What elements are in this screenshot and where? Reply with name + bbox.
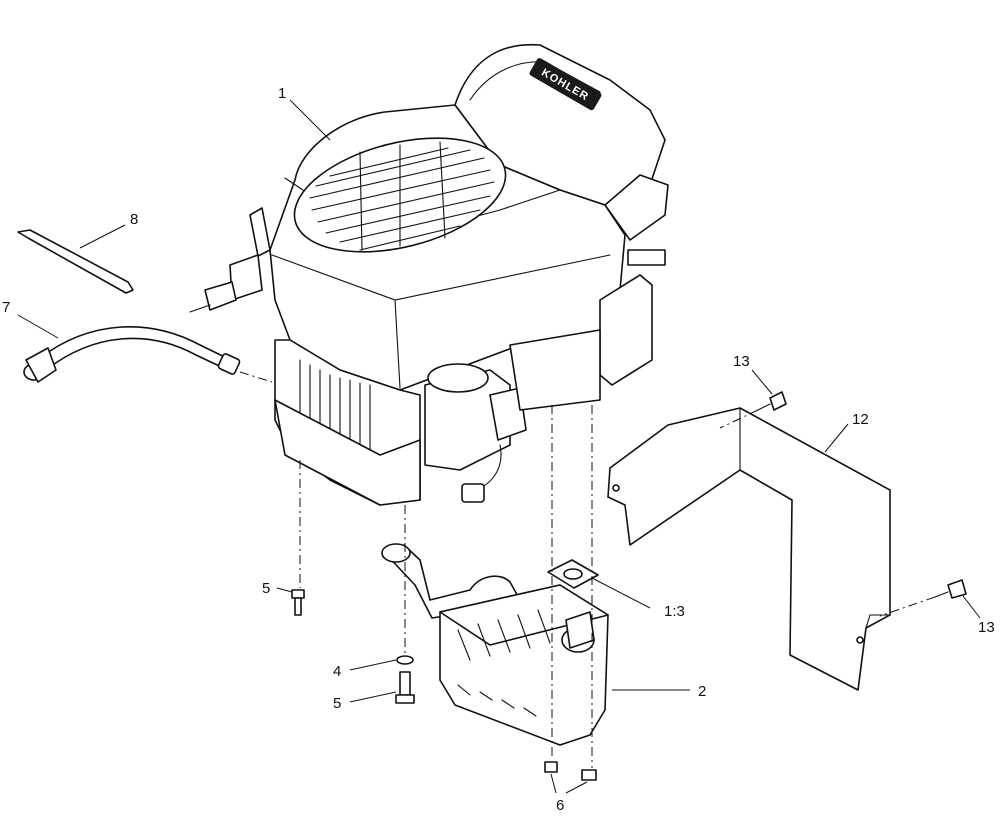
callout-5-lower: 5 — [333, 695, 341, 712]
bolt-13-lower — [934, 579, 967, 599]
heat-shield — [607, 407, 891, 691]
fuel-clamp — [17, 229, 134, 294]
engine: KOHLER — [189, 43, 669, 506]
washer — [396, 655, 414, 665]
callout-8: 8 — [130, 211, 138, 228]
muffler — [381, 543, 609, 746]
callout-labels: 1 8 7 13 12 1:3 13 5 4 5 2 6 — [2, 85, 995, 814]
nut-6-right — [581, 769, 597, 781]
callout-12: 12 — [852, 411, 869, 428]
callout-13-upper: 13 — [733, 353, 750, 370]
callout-13-lower: 13 — [978, 619, 995, 636]
callout-6: 6 — [556, 797, 564, 814]
alignment-lines — [239, 371, 936, 768]
callout-4: 4 — [333, 663, 341, 680]
bolt-13-upper — [757, 391, 787, 411]
callout-1: 1 — [278, 85, 286, 102]
callout-5-upper: 5 — [262, 580, 270, 597]
gasket — [547, 559, 599, 589]
bolt-5-lower — [395, 671, 415, 704]
callout-7: 7 — [2, 299, 10, 316]
fuel-hose — [23, 326, 241, 383]
leader-lines — [17, 99, 981, 794]
bolt-5-upper — [291, 589, 305, 616]
nut-6-left — [544, 761, 558, 773]
callout-2: 2 — [698, 683, 706, 700]
callout-1-3: 1:3 — [664, 603, 685, 620]
